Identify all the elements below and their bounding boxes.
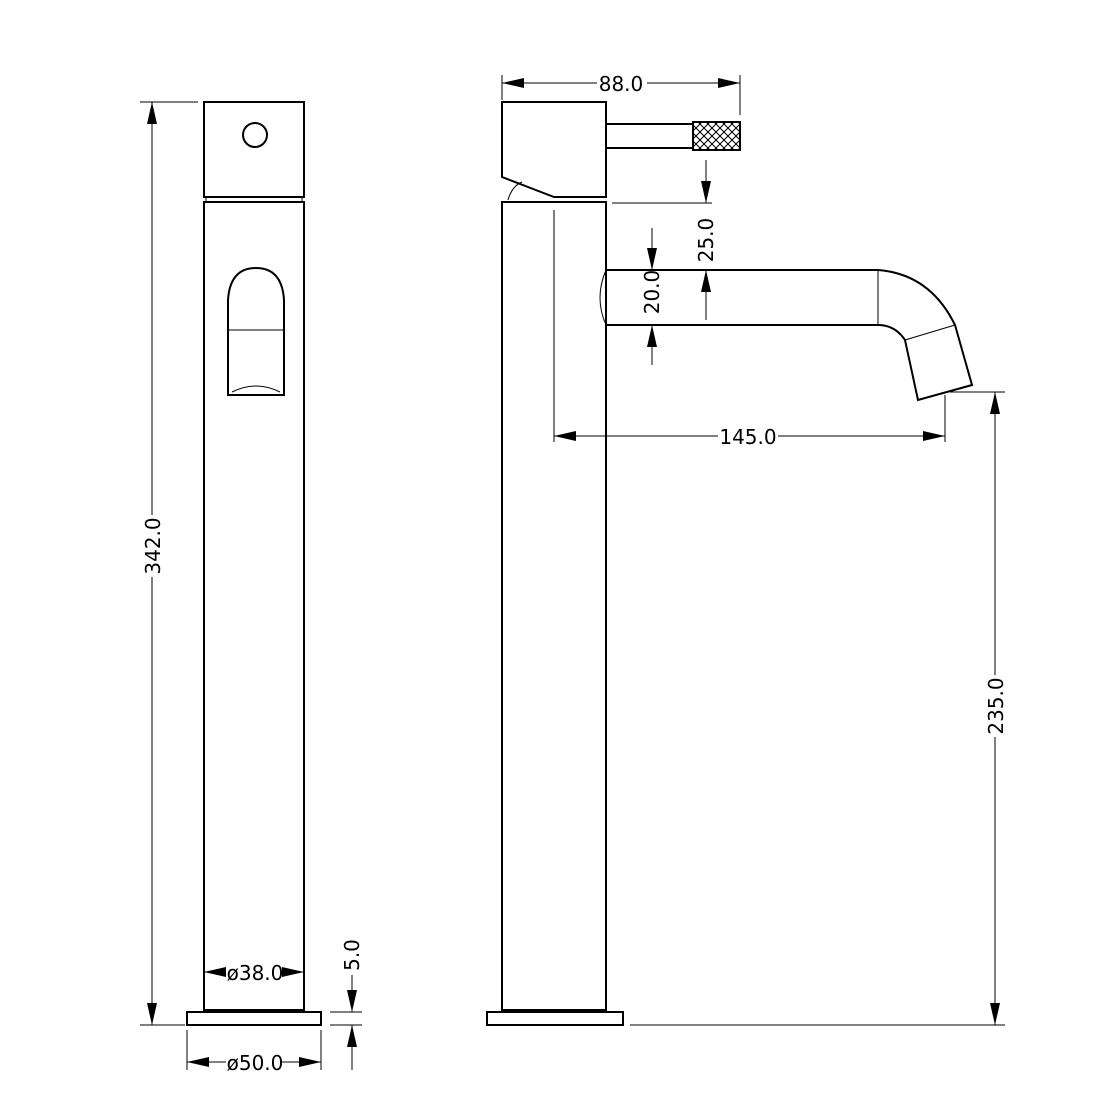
dim-handle-depth: 88.0 xyxy=(501,70,741,115)
label-body-diameter: ø38.0 xyxy=(227,961,284,985)
dim-spout-diameter: 20.0 xyxy=(640,228,664,365)
label-base-thickness: 5.0 xyxy=(340,939,364,971)
dim-body-diameter: ø38.0 xyxy=(204,960,304,985)
front-view: 342.0 ø38.0 5.0 ø50.0 xyxy=(140,101,364,1075)
dim-total-height: 342.0 xyxy=(140,101,198,1026)
lever-rod xyxy=(605,123,694,149)
label-outlet-height: 235.0 xyxy=(984,677,1008,734)
side-base xyxy=(486,1011,624,1026)
label-handle-to-spout: 25.0 xyxy=(694,218,718,263)
front-base xyxy=(186,1011,322,1026)
front-handle xyxy=(203,101,305,198)
dim-handle-to-spout: 25.0 xyxy=(612,160,718,320)
dim-base-diameter: ø50.0 xyxy=(186,1030,322,1075)
dim-spout-reach: 145.0 xyxy=(553,210,946,449)
label-base-diameter: ø50.0 xyxy=(227,1051,284,1075)
knurled-grip xyxy=(692,121,741,151)
side-body xyxy=(501,201,607,1011)
label-spout-reach: 145.0 xyxy=(719,425,776,449)
side-view: 88.0 25.0 20.0 145.0 xyxy=(486,70,1008,1026)
handle-indicator-icon xyxy=(242,122,268,148)
label-handle-depth: 88.0 xyxy=(599,72,644,96)
label-spout-diameter: 20.0 xyxy=(640,270,664,315)
side-handle xyxy=(501,101,607,198)
front-body xyxy=(203,201,305,1011)
lever-window xyxy=(227,266,285,396)
label-total-height: 342.0 xyxy=(141,517,165,574)
dim-outlet-height: 235.0 xyxy=(630,391,1008,1026)
dim-base-thickness: 5.0 xyxy=(330,939,364,1070)
